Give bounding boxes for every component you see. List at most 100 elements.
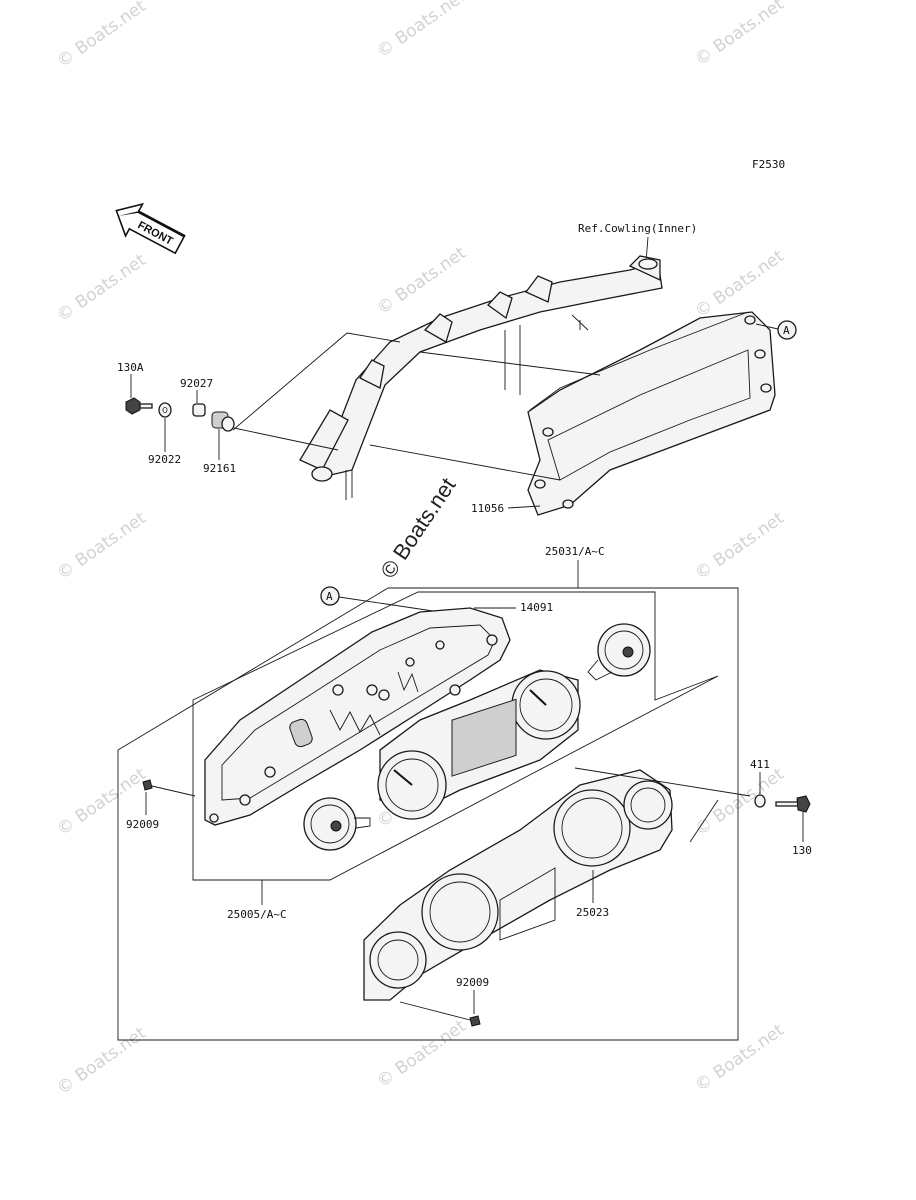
watermark-1: © Boats.net (53, 0, 150, 72)
watermark-2: © Boats.net (373, 0, 470, 62)
watermark-5: © Boats.net (373, 243, 470, 319)
watermark-13: © Boats.net (373, 1016, 470, 1092)
frame-struts (345, 325, 521, 500)
bolt-130a-shank (139, 403, 153, 409)
small-gauge-upper (587, 623, 651, 681)
small-gauge-upper-ring (604, 630, 644, 670)
front-arrow-icon: FRONT (115, 202, 186, 255)
frame-hole (638, 258, 658, 270)
case-boss-8 (239, 794, 251, 806)
sub-assy-outline (192, 591, 719, 881)
case-boss-3 (378, 689, 390, 701)
small-gauge-upper-hub (622, 646, 634, 658)
collar-92027-icon (192, 403, 206, 417)
case-boss-7 (264, 766, 276, 778)
front-panel-window-tach (421, 873, 499, 951)
case-boss-2 (366, 684, 378, 696)
rear-case-opening (289, 718, 313, 748)
label-92027: 92027 (180, 377, 213, 390)
small-gauge-lower (303, 797, 371, 851)
case-boss-10 (209, 813, 219, 823)
meter-bracket (527, 311, 776, 516)
frame-bolt (571, 314, 589, 331)
frame-tab-2 (423, 313, 453, 343)
front-panel-window-tach-ring (429, 881, 491, 943)
small-gauge-lower-ring (310, 804, 350, 844)
case-boss-6 (449, 684, 461, 696)
callout-a-lower-label: A (326, 590, 333, 603)
label-25023: 25023 (576, 906, 609, 919)
front-panel (363, 769, 673, 1001)
small-gauge-upper-lead (587, 659, 613, 681)
leader-11056 (507, 505, 541, 509)
label-92009-bottom: 92009 (456, 976, 489, 989)
front-panel-window-speedo-ring (561, 797, 623, 859)
label-92022: 92022 (148, 453, 181, 466)
label-92009-left: 92009 (126, 818, 159, 831)
frame-tube-end (311, 466, 333, 482)
frame-end (299, 409, 349, 471)
rear-case (204, 607, 511, 826)
small-gauge-lower-face (303, 797, 357, 851)
small-gauge-lower-lead (354, 817, 371, 829)
lcd-display (451, 698, 517, 777)
reference-note: Ref.Cowling(Inner) (578, 222, 697, 235)
label-25031: 25031/A~C (545, 545, 605, 558)
tachometer-ring (385, 758, 439, 812)
callout-a-top-leader (755, 323, 779, 330)
case-boss-9 (486, 634, 498, 646)
bolt-130-icon (796, 795, 811, 813)
grommet-leader (233, 427, 339, 451)
tachometer-needle (393, 769, 413, 786)
small-gauge-lower-hub (330, 820, 342, 832)
upper-fasteners (125, 397, 339, 451)
watermark-6: © Boats.net (691, 246, 788, 322)
front-panel-window-left-ring (377, 939, 419, 981)
case-boss-5 (435, 640, 445, 650)
watermark-12: © Boats.net (53, 1023, 150, 1099)
right-leaders (574, 767, 751, 843)
label-25005: 25005/A~C (227, 908, 287, 921)
bolt-130-shank (775, 801, 799, 807)
frame-tab-1 (359, 359, 385, 389)
center-watermark: © Boats.net (375, 473, 460, 583)
bracket-hole-1 (542, 427, 554, 437)
front-panel-window-speedo (553, 789, 631, 867)
callout-a-top-label: A (783, 324, 790, 337)
label-11056: 11056 (471, 502, 504, 515)
label-130a: 130A (117, 361, 144, 374)
front-panel-window-right-ring (630, 787, 666, 823)
upper-frame-group: A (232, 255, 797, 516)
watermark-3: © Boats.net (691, 0, 788, 70)
callout-a-lower (320, 586, 340, 606)
bracket-hole-5 (760, 383, 772, 393)
screw-92009-bottom-leader (399, 1001, 471, 1021)
frame-tab-3 (487, 291, 513, 320)
label-411: 411 (750, 758, 770, 771)
rear-case-body (204, 607, 511, 826)
label-130: 130 (792, 844, 812, 857)
bracket-hole-6 (744, 315, 756, 325)
bolt-130a-icon (125, 397, 141, 415)
watermark-7: © Boats.net (53, 508, 150, 584)
grommet-face (221, 416, 235, 432)
callout-a-top (777, 320, 797, 340)
bracket-hole-4 (754, 349, 766, 359)
screw-92009-bottom-icon (469, 1015, 481, 1027)
watermark-14: © Boats.net (691, 1020, 788, 1096)
watermark-11: © Boats.net (691, 764, 788, 840)
front-panel-lcd-window (499, 867, 556, 941)
watermark-4: © Boats.net (53, 250, 150, 326)
case-boss-1 (332, 684, 344, 696)
label-14091: 14091 (520, 601, 553, 614)
watermark-8: © Boats.net (691, 508, 788, 584)
frame-tab-4 (524, 275, 553, 303)
meter-faces (377, 669, 581, 820)
bracket-edge (529, 311, 749, 411)
screw-92009-left-icon (142, 779, 153, 791)
rear-case-inner (221, 624, 496, 801)
springs (329, 671, 419, 736)
bracket-hole-3 (562, 499, 574, 509)
figure-id: F2530 (752, 158, 785, 171)
